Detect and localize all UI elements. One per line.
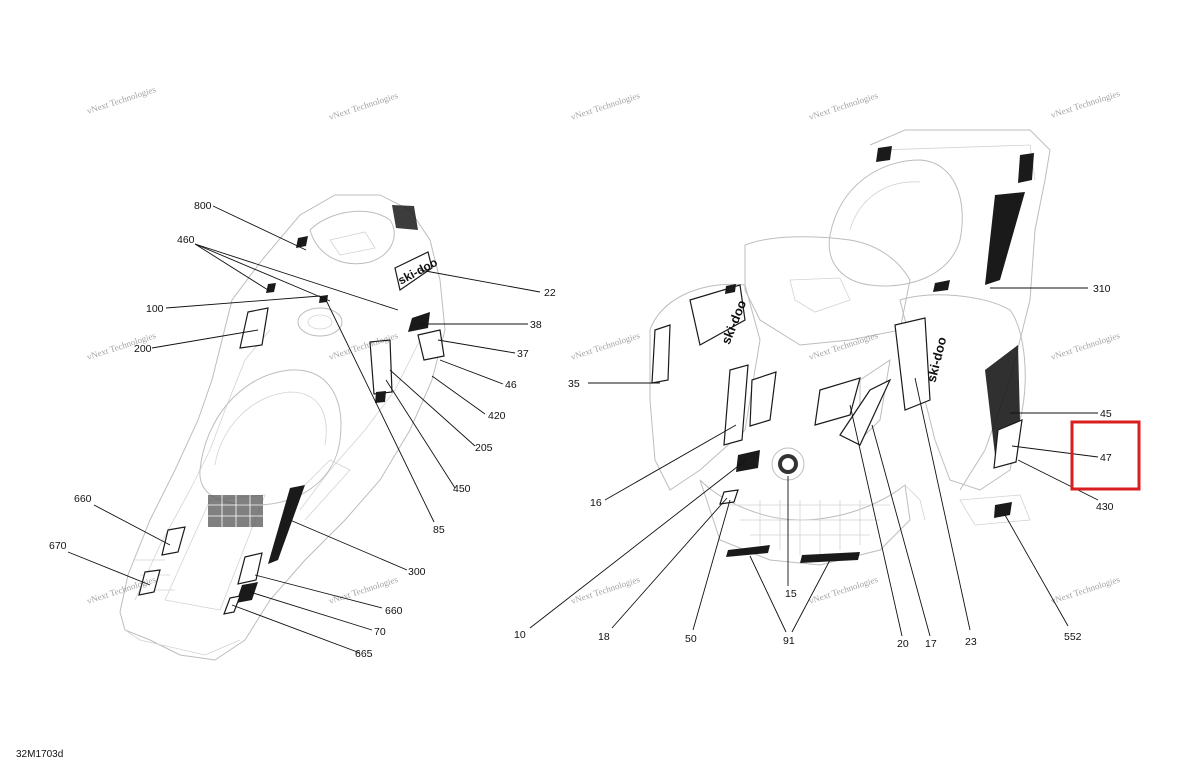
callout-18: 18 bbox=[598, 631, 610, 643]
decal-310 bbox=[985, 192, 1025, 285]
decal-70 bbox=[236, 582, 258, 603]
decal-85 bbox=[375, 391, 386, 403]
left-callouts: 800 460 100 200 22 38 37 46 420 205 450 … bbox=[49, 200, 556, 660]
watermark: vNext Technologies bbox=[1050, 88, 1122, 120]
decal-38 bbox=[408, 312, 430, 332]
callout-47: 47 bbox=[1100, 452, 1112, 464]
watermark: vNext Technologies bbox=[328, 574, 400, 606]
callout-205: 205 bbox=[475, 442, 493, 454]
callout-15: 15 bbox=[785, 588, 797, 600]
decal-37 bbox=[417, 329, 445, 361]
decal-300 bbox=[268, 485, 305, 564]
decal-430 bbox=[933, 280, 950, 292]
decal-460-a bbox=[266, 283, 276, 293]
callout-16: 16 bbox=[590, 497, 602, 509]
left-leader-lines bbox=[67, 205, 541, 654]
running-board-grip bbox=[208, 495, 263, 527]
watermark: vNext Technologies bbox=[86, 84, 158, 116]
callout-660-left: 660 bbox=[74, 493, 92, 505]
decal-top-vent bbox=[725, 284, 736, 294]
callout-10: 10 bbox=[514, 629, 526, 641]
watermark: vNext Technologies bbox=[808, 330, 880, 362]
callout-91: 91 bbox=[783, 635, 795, 647]
decal-23 bbox=[894, 317, 931, 411]
decal-47 bbox=[993, 419, 1023, 469]
callout-420: 420 bbox=[488, 410, 506, 422]
decal-310-rear bbox=[876, 146, 892, 162]
decal-18 bbox=[749, 371, 777, 427]
callout-665: 665 bbox=[355, 648, 373, 660]
watermark: vNext Technologies bbox=[808, 574, 880, 606]
callout-23: 23 bbox=[965, 636, 977, 648]
decal-205 bbox=[369, 339, 393, 395]
decal-22 bbox=[394, 251, 433, 291]
decal-200 bbox=[239, 307, 269, 349]
decal-800 bbox=[296, 236, 308, 248]
decal-660-left bbox=[161, 526, 186, 556]
callout-300: 300 bbox=[408, 566, 426, 578]
highlight-box-47 bbox=[1070, 420, 1141, 491]
decal-20 bbox=[814, 377, 861, 426]
callout-552: 552 bbox=[1064, 631, 1082, 643]
watermark: vNext Technologies bbox=[808, 90, 880, 122]
callout-37: 37 bbox=[517, 348, 529, 360]
callout-70: 70 bbox=[374, 626, 386, 638]
decal-16 bbox=[723, 364, 749, 446]
watermark: vNext Technologies bbox=[570, 330, 642, 362]
right-decals: ski-doo ski-doo bbox=[651, 146, 1034, 563]
callout-670: 670 bbox=[49, 540, 67, 552]
left-vehicle-sketch: ski-doo bbox=[119, 194, 446, 661]
callout-17: 17 bbox=[925, 638, 937, 650]
callout-450: 450 bbox=[453, 483, 471, 495]
decal-660-right bbox=[237, 552, 263, 585]
decal-35 bbox=[651, 324, 671, 384]
decal-ski-doo-left bbox=[689, 284, 746, 346]
callout-22: 22 bbox=[544, 287, 556, 299]
watermark: vNext Technologies bbox=[570, 90, 642, 122]
document-code: 32M1703d bbox=[16, 749, 64, 760]
decal-rear-strip bbox=[392, 205, 418, 230]
decal-10 bbox=[736, 450, 760, 472]
decal-310-side-a bbox=[1018, 153, 1034, 183]
callout-800: 800 bbox=[194, 200, 212, 212]
decal-17 bbox=[839, 378, 892, 446]
decal-91-right bbox=[800, 552, 860, 563]
callout-200: 200 bbox=[134, 343, 152, 355]
right-callouts: 310 35 45 47 430 16 10 18 50 15 91 20 17… bbox=[514, 283, 1114, 650]
watermark: vNext Technologies bbox=[570, 574, 642, 606]
watermark: vNext Technologies bbox=[1050, 574, 1122, 606]
callout-100: 100 bbox=[146, 303, 164, 315]
callout-45: 45 bbox=[1100, 408, 1112, 420]
decal-91-left bbox=[726, 545, 770, 557]
watermark: vNext Technologies bbox=[328, 90, 400, 122]
callout-85: 85 bbox=[433, 524, 445, 536]
callout-460: 460 bbox=[177, 234, 195, 246]
callout-38: 38 bbox=[530, 319, 542, 331]
decal-552 bbox=[994, 502, 1012, 518]
callout-50: 50 bbox=[685, 633, 697, 645]
callout-35: 35 bbox=[568, 378, 580, 390]
callout-660-right: 660 bbox=[385, 605, 403, 617]
callout-430: 430 bbox=[1096, 501, 1114, 513]
right-leader-lines bbox=[529, 287, 1099, 637]
watermark: vNext Technologies bbox=[1050, 330, 1122, 362]
decal-670 bbox=[138, 569, 161, 596]
callout-310: 310 bbox=[1093, 283, 1111, 295]
callout-46: 46 bbox=[505, 379, 517, 391]
callout-20: 20 bbox=[897, 638, 909, 650]
